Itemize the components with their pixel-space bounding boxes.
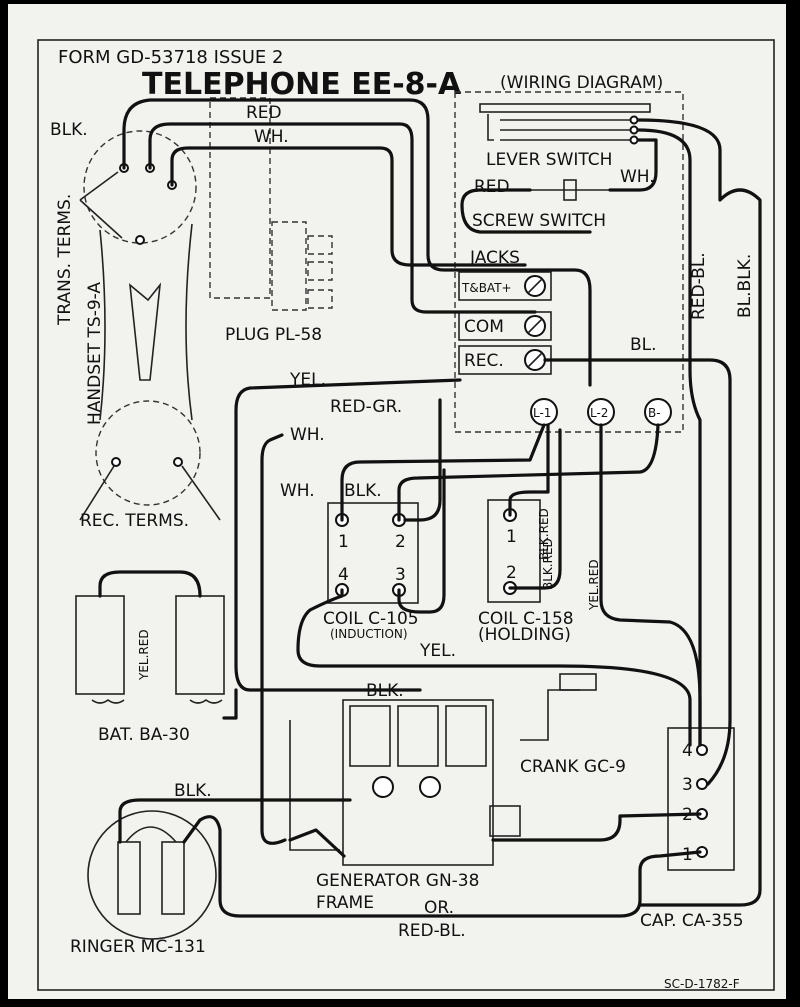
label-trans-terms: TRANS. TERMS. <box>55 194 75 326</box>
wl-blk-top: BLK. <box>50 120 88 140</box>
wire-blk-ringer <box>118 798 352 844</box>
coil-105-t3: 3 <box>395 565 406 585</box>
cap-t3: 3 <box>682 775 693 795</box>
label-coil-105: COIL C-105 <box>323 609 419 629</box>
footer-code: SC-D-1782-F <box>664 977 740 991</box>
handset-ts-9-a <box>79 130 221 521</box>
wl-yel-red-bat: YEL.RED <box>137 629 151 681</box>
wire-wh-coil <box>340 423 546 522</box>
label-coil-158: COIL C-158 <box>478 609 574 629</box>
diagram-border <box>37 39 775 991</box>
label-lever-switch: LEVER SWITCH <box>486 150 612 170</box>
wl-yel-red-right: YEL.RED <box>587 559 601 611</box>
wl-blk-ringer: BLK. <box>174 781 212 801</box>
label-jacks: JACKS <box>469 248 520 268</box>
wl-blk-gen: BLK. <box>366 681 404 701</box>
cap-t4: 4 <box>682 741 693 761</box>
label-bminus: B- <box>648 406 661 420</box>
wire-red-top <box>148 122 537 314</box>
wl-blk-coil: BLK. <box>344 481 382 501</box>
wire-battery <box>98 570 202 598</box>
label-l2: L-2 <box>590 406 608 420</box>
cap-t1: 1 <box>682 845 693 865</box>
wl-blk-red: BLK.RED <box>537 508 551 560</box>
label-screw-switch: SCREW SWITCH <box>472 211 606 231</box>
label-l1: L-1 <box>533 406 551 420</box>
coil-158-t2: 2 <box>506 563 517 583</box>
label-crank: CRANK GC-9 <box>520 757 626 777</box>
wl-red-bl: RED-BL. <box>689 252 709 320</box>
wire-wh-mid <box>260 433 287 845</box>
form-number: FORM GD-53718 ISSUE 2 <box>58 47 283 68</box>
screw-switch <box>530 179 610 201</box>
wl-red-lever: RED <box>474 177 510 197</box>
wl-red-bl-bottom: RED-BL. <box>398 921 466 941</box>
wl-red-gr: RED-GR. <box>330 397 402 417</box>
wl-or: OR. <box>424 898 454 918</box>
wire-red-lever <box>460 188 592 234</box>
wire-blk-red2 <box>508 428 562 590</box>
wire-red-gr <box>403 398 442 522</box>
wl-wh-mid: WH. <box>290 425 325 445</box>
wire-blk-red <box>508 423 550 517</box>
diagram-subtitle: (WIRING DIAGRAM) <box>500 73 663 93</box>
ringer-mc-131 <box>87 810 217 940</box>
wire-yel <box>234 378 462 692</box>
wiring <box>98 98 762 918</box>
wl-yel: YEL. <box>289 370 326 390</box>
trans-term-4 <box>135 235 145 245</box>
label-capacitor: CAP. CA-355 <box>640 911 744 931</box>
label-jack-tbat: T&BAT+ <box>461 281 512 295</box>
coil-158-t1: 1 <box>506 527 517 547</box>
label-jack-com: COM <box>464 317 504 337</box>
wire-blk-coil <box>397 423 660 522</box>
wire-gen-cap <box>491 812 702 842</box>
label-coil-158-sub: (HOLDING) <box>478 625 571 645</box>
wire-coil-3 <box>397 468 446 614</box>
label-frame: FRAME <box>316 893 374 913</box>
label-rec-terms: REC. TERMS. <box>80 511 189 531</box>
label-plug: PLUG PL-58 <box>225 325 322 345</box>
wire-ringer-or <box>182 815 702 918</box>
wl-yel-lower: YEL. <box>419 641 456 661</box>
wl-wh-lever: WH. <box>620 167 655 187</box>
wl-wh-coil: WH. <box>280 481 315 501</box>
label-generator: GENERATOR GN-38 <box>316 871 479 891</box>
diagram-title: TELEPHONE EE-8-A <box>142 67 462 102</box>
wl-bl: BL. <box>630 335 657 355</box>
wire-blk-top <box>122 98 592 387</box>
switch-panel <box>454 91 684 433</box>
wire-frame <box>288 828 346 858</box>
wire-bl <box>543 358 732 786</box>
wire-coil-4 <box>296 588 692 747</box>
label-coil-105-sub: (INDUCTION) <box>330 627 408 641</box>
label-jack-rec: REC. <box>464 351 504 371</box>
wl-blk-red2: BLK.RED <box>541 538 555 590</box>
wire-wh-top <box>170 146 527 267</box>
wire-yel-red-right <box>599 423 702 747</box>
plug-pl-58 <box>209 97 333 311</box>
coil-105-t2: 2 <box>395 532 406 552</box>
coil-c-158 <box>487 499 541 603</box>
rec-term-1 <box>111 457 121 467</box>
wl-red-top: RED <box>246 103 282 123</box>
wl-bl-blk: BL.BLK. <box>735 254 755 318</box>
generator-gn-38 <box>289 673 597 866</box>
wire-battery-out <box>222 688 238 720</box>
wire-bl-blk <box>636 118 762 907</box>
coil-105-t4: 4 <box>338 565 349 585</box>
rec-term-2 <box>173 457 183 467</box>
coil-105-t1: 1 <box>338 532 349 552</box>
wire-red-bl <box>636 128 702 747</box>
label-battery: BAT. BA-30 <box>98 725 190 745</box>
wl-wh-top: WH. <box>254 127 289 147</box>
label-ringer: RINGER MC-131 <box>70 937 206 957</box>
wire-wh-lever <box>608 138 658 192</box>
label-handset: HANDSET TS-9-A <box>85 282 105 425</box>
capacitor-ca-355 <box>667 727 735 871</box>
